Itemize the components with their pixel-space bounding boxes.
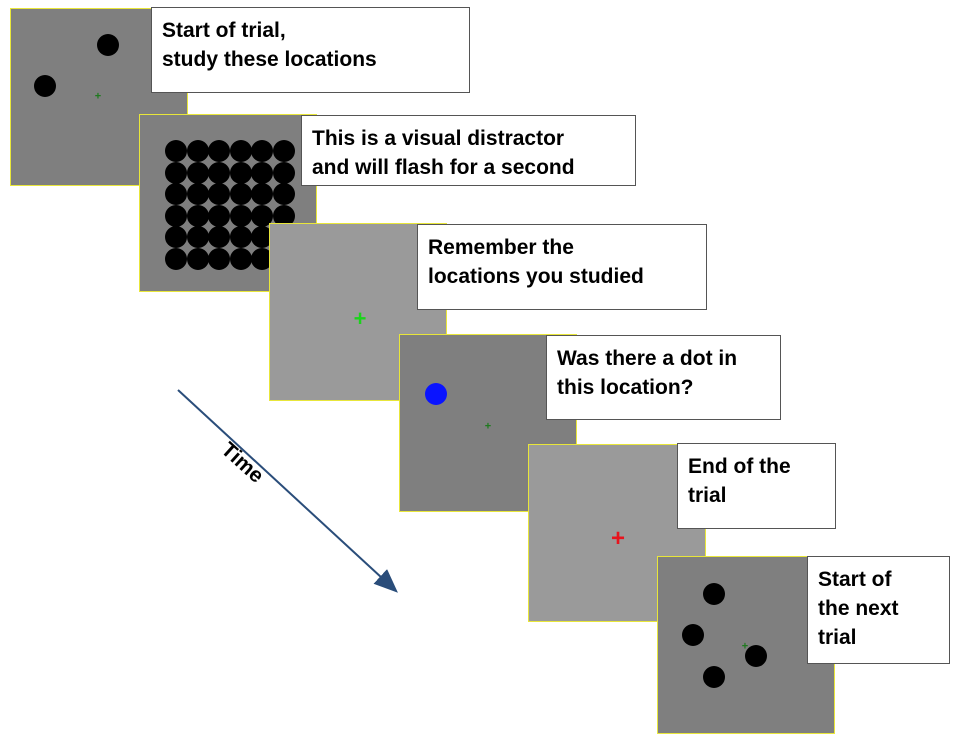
distractor-dot [251,204,274,227]
distractor-dot [272,183,295,206]
distractor-dot [165,140,187,162]
fixation-cross: + [94,90,102,103]
distractor-grid [165,140,295,270]
distractor-dot [186,183,209,206]
study-dot [682,624,704,646]
step-label-probe: Was there a dot in this location? [546,335,781,420]
distractor-dot [229,247,252,270]
distractor-dot [208,226,231,249]
distractor-dot [229,183,252,206]
probe-dot [425,383,447,405]
study-dot [703,666,725,688]
distractor-dot [229,161,252,184]
distractor-dot [208,161,231,184]
distractor-dot [251,226,274,249]
distractor-dot [229,204,252,227]
study-dot [703,583,725,605]
distractor-dot [165,226,187,249]
distractor-dot [186,247,209,270]
distractor-dot [229,140,252,162]
distractor-dot [272,140,295,162]
distractor-dot [165,247,187,270]
distractor-dot [208,183,231,206]
distractor-dot [186,204,209,227]
study-dot [745,645,767,667]
step-label-retention: Remember the locations you studied [417,224,707,310]
distractor-dot [186,226,209,249]
distractor-dot [186,140,209,162]
distractor-dot [251,161,274,184]
fixation-cross: + [610,525,626,552]
fixation-cross: + [741,640,749,653]
distractor-dot [208,247,231,270]
step-label-next-trial: Start of the next trial [807,556,950,664]
fixation-cross: + [353,306,367,331]
distractor-dot [251,247,274,270]
study-dot [34,75,56,97]
distractor-dot [165,204,187,227]
step-label-end: End of the trial [677,443,836,529]
step-label-distractor: This is a visual distractor and will fla… [301,115,636,186]
distractor-dot [165,183,187,206]
distractor-dot [208,140,231,162]
distractor-dot [186,161,209,184]
distractor-dot [272,161,295,184]
distractor-dot [251,140,274,162]
distractor-dot [251,183,274,206]
step-label-study: Start of trial, study these locations [151,7,470,93]
next-trial-panel: + [657,556,835,734]
distractor-dot [229,226,252,249]
distractor-dot [208,204,231,227]
distractor-dot [165,161,187,184]
study-dot [97,34,119,56]
distractor-dot [272,204,295,227]
fixation-cross: + [484,420,492,433]
